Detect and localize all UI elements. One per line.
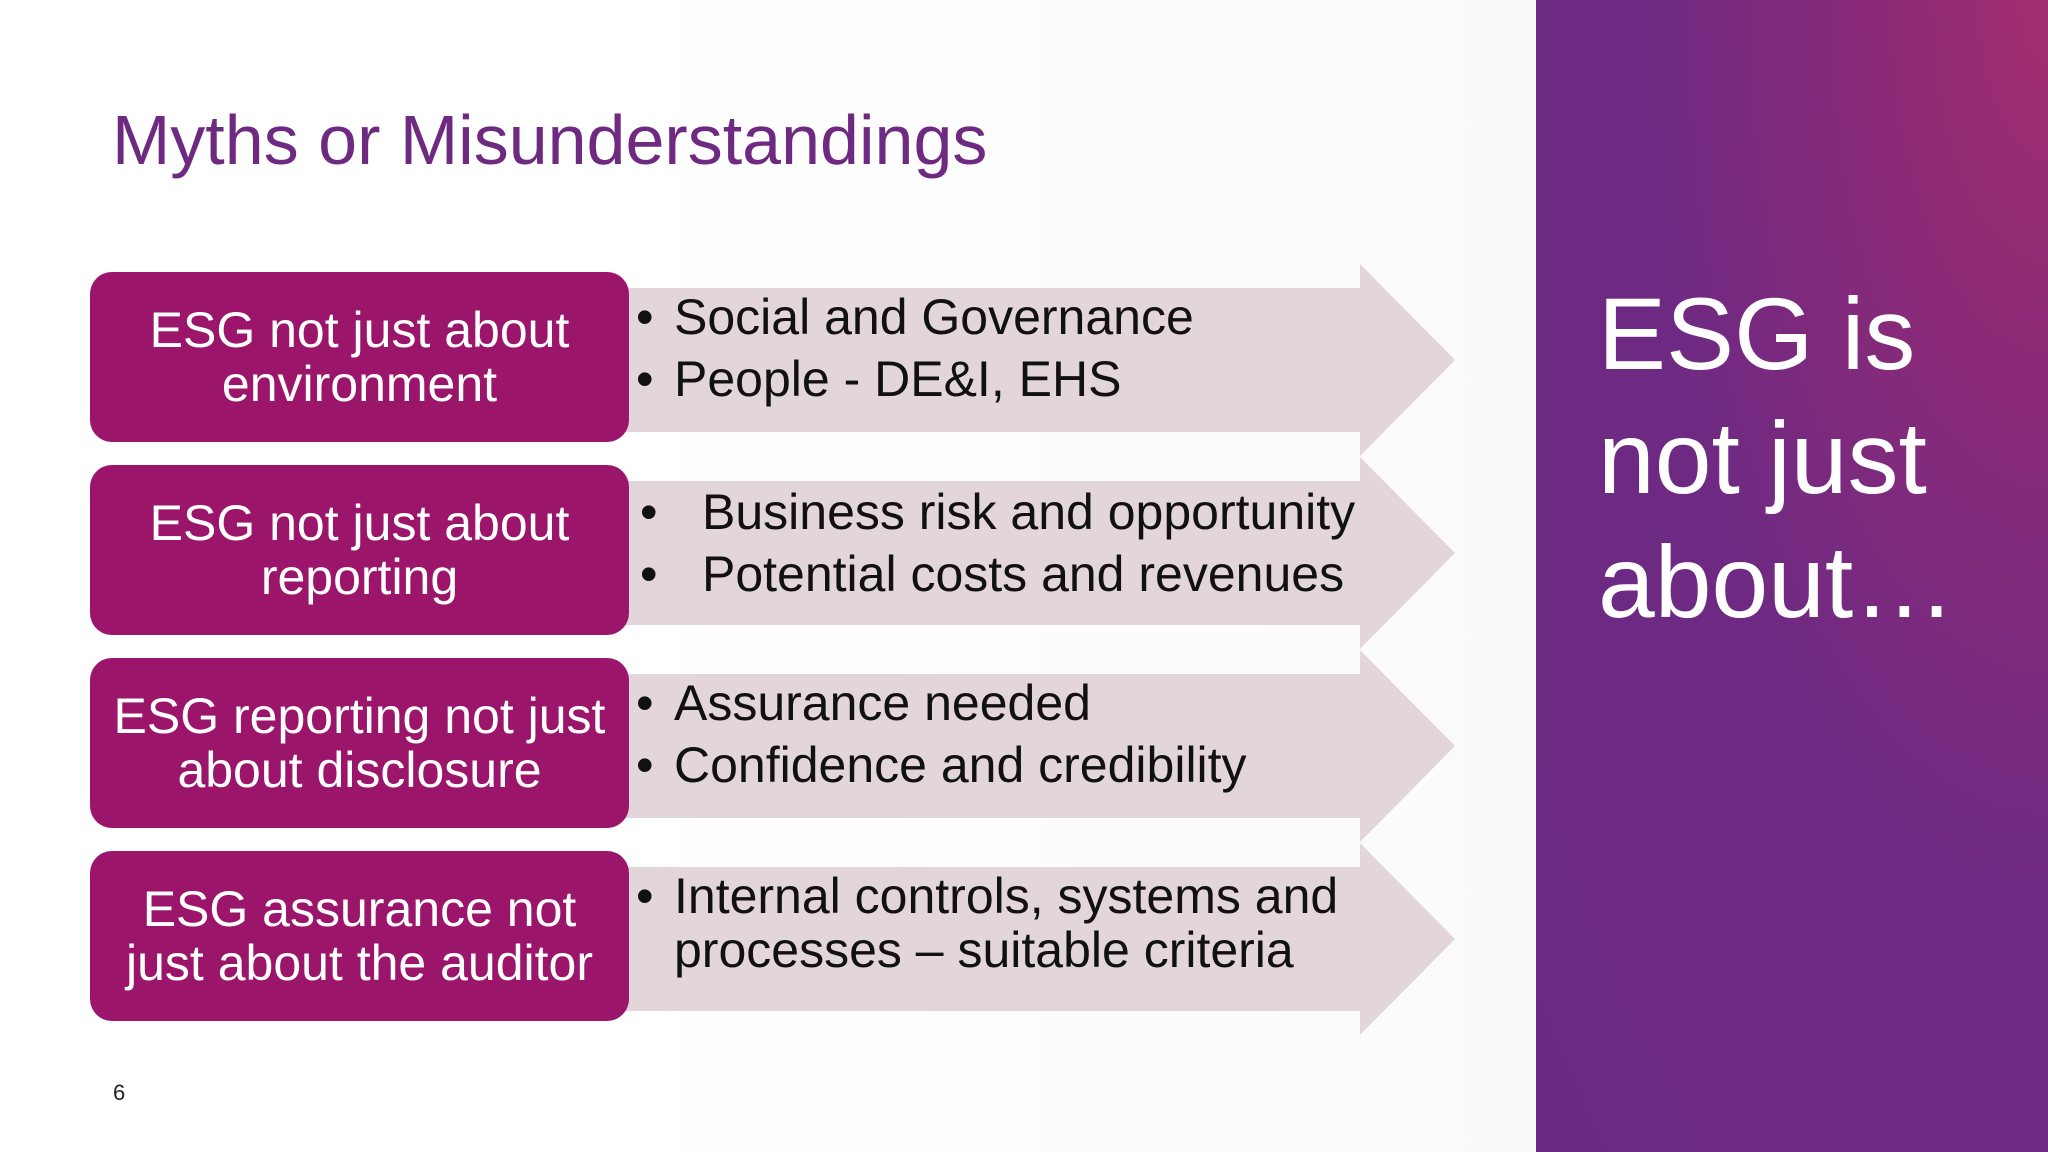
myth-label: ESG not just about environment: [149, 302, 570, 412]
bullet-item: People - DE&I, EHS: [632, 348, 1194, 410]
myth-label-box: ESG assurance not just about the auditor: [90, 851, 629, 1021]
bullet-list: Assurance needed Confidence and credibil…: [632, 672, 1247, 796]
bullet-item: Potential costs and revenues: [632, 543, 1355, 605]
bullet-item: Assurance needed: [632, 672, 1247, 734]
side-heading: ESG is not just about…: [1598, 277, 1956, 639]
side-panel: ESG is not just about…: [1536, 0, 2048, 1152]
page-number: 6: [113, 1080, 126, 1105]
bullet-item: Business risk and opportunity: [632, 481, 1355, 543]
myth-row: ESG not just about reporting Business ri…: [0, 457, 1536, 649]
bullet-item: Social and Governance: [632, 286, 1194, 348]
bullet-list: Internal controls, systems and processes…: [632, 869, 1372, 977]
myth-label-box: ESG reporting not just about disclosure: [90, 658, 629, 828]
myth-label-box: ESG not just about reporting: [90, 465, 629, 635]
bullet-list: Social and Governance People - DE&I, EHS: [632, 286, 1194, 410]
myth-row: ESG not just about environment Social an…: [0, 264, 1536, 456]
myth-label: ESG not just about reporting: [149, 495, 570, 605]
myth-label: ESG reporting not just about disclosure: [113, 688, 606, 798]
bullet-item: Confidence and credibility: [632, 734, 1247, 796]
myth-row: ESG assurance not just about the auditor…: [0, 843, 1536, 1035]
myth-label: ESG assurance not just about the auditor: [126, 881, 593, 991]
bullet-item: Internal controls, systems and processes…: [632, 869, 1372, 977]
myth-label-box: ESG not just about environment: [90, 272, 629, 442]
bullet-list: Business risk and opportunity Potential …: [632, 481, 1355, 605]
myth-row: ESG reporting not just about disclosure …: [0, 650, 1536, 842]
slide-title: Myths or Misunderstandings: [112, 101, 988, 179]
